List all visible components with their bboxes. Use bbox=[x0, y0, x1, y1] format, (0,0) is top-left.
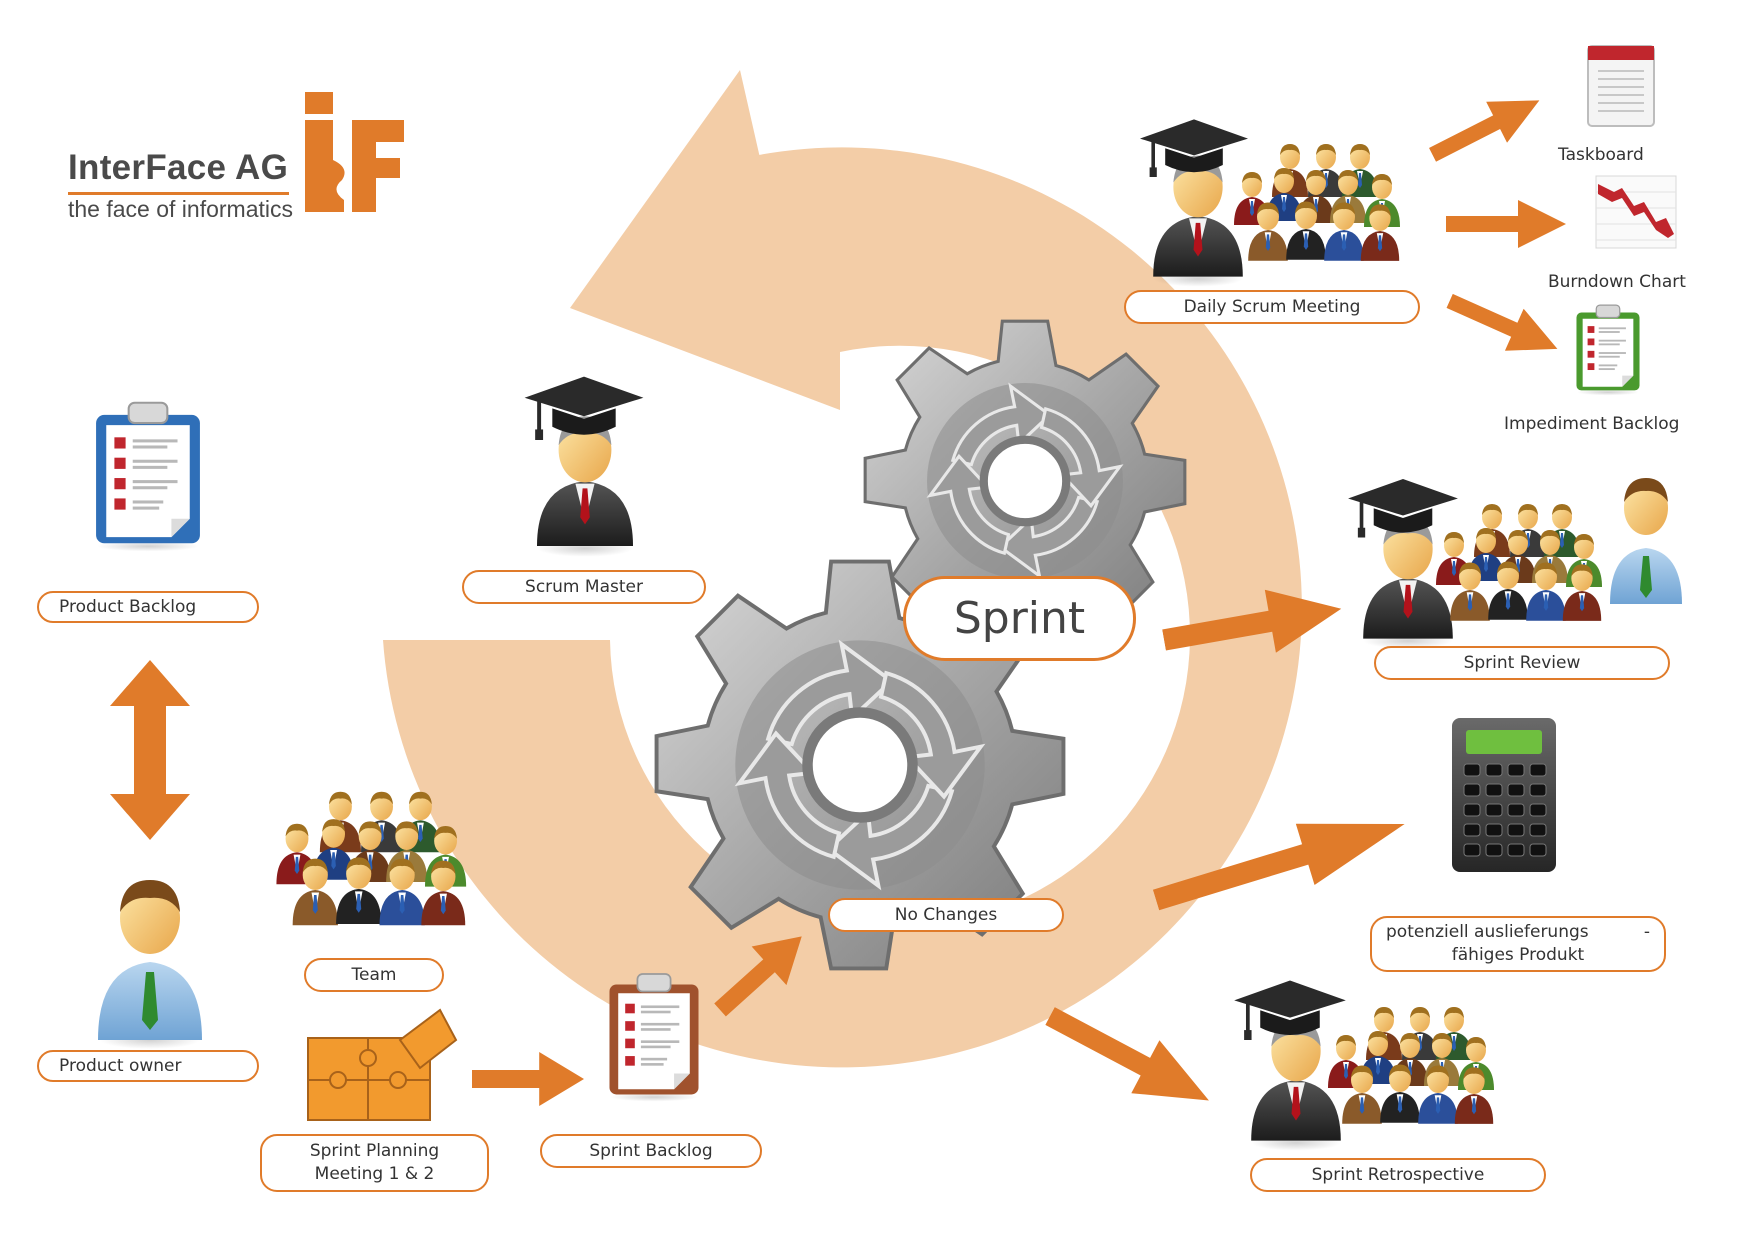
retrospective-scrum-master-icon bbox=[1232, 978, 1348, 1151]
arrow-icon-taskboard bbox=[1422, 79, 1550, 176]
increment-line1: potenziell auslieferungs bbox=[1386, 922, 1589, 942]
sprint-review-team-icon bbox=[1436, 504, 1602, 621]
increment-label: potenziell auslieferungs - fähiges Produ… bbox=[1370, 916, 1666, 972]
arrow-icon-planning bbox=[472, 1052, 584, 1106]
company-name: InterFace AG bbox=[68, 148, 289, 187]
sprint-backlog-label: Sprint Backlog bbox=[540, 1134, 762, 1168]
scrum-master-label: Scrum Master bbox=[462, 570, 706, 604]
product-owner-label: Product owner bbox=[37, 1050, 259, 1082]
daily-scrum-scrum-master-icon bbox=[1138, 117, 1250, 287]
sprint-backlog-clipboard-icon bbox=[608, 973, 700, 1103]
sprint-review-customer-icon bbox=[1610, 478, 1682, 604]
double-arrow-icon bbox=[110, 660, 190, 840]
calculator-icon bbox=[1452, 718, 1556, 872]
sprint-planning-line2: Meeting 1 & 2 bbox=[314, 1164, 435, 1184]
sprint-planning-label: Sprint Planning Meeting 1 & 2 bbox=[260, 1134, 489, 1192]
impediment-backlog-label: Impediment Backlog bbox=[1504, 414, 1680, 434]
sprint-planning-line1: Sprint Planning bbox=[309, 1141, 440, 1161]
no-changes-label: No Changes bbox=[828, 898, 1064, 932]
logo-rule bbox=[68, 192, 289, 195]
increment-hyphen: - bbox=[1643, 922, 1650, 942]
taskboard-label: Taskboard bbox=[1558, 145, 1644, 165]
product-owner-person-icon bbox=[98, 880, 202, 1049]
sprint-review-label: Sprint Review bbox=[1374, 646, 1670, 680]
sprint-label: Sprint bbox=[903, 576, 1136, 661]
daily-scrum-label: Daily Scrum Meeting bbox=[1124, 290, 1420, 324]
arrow-icon-burndown bbox=[1446, 200, 1566, 248]
product-backlog-label: Product Backlog bbox=[37, 591, 259, 623]
sprint-retrospective-label: Sprint Retrospective bbox=[1250, 1158, 1546, 1192]
daily-scrum-team-icon bbox=[1234, 144, 1400, 261]
increment-line2: fähiges Produkt bbox=[1451, 945, 1585, 965]
circular-arrow-icon bbox=[383, 70, 1302, 1068]
logo-mark-icon bbox=[305, 92, 404, 212]
company-tagline: the face of informatics bbox=[68, 196, 293, 222]
burndown-chart-label: Burndown Chart bbox=[1548, 272, 1686, 292]
team-label: Team bbox=[304, 958, 444, 992]
retrospective-team-icon bbox=[1328, 1007, 1494, 1124]
scrum-master-icon bbox=[525, 377, 644, 557]
product-backlog-clipboard-icon bbox=[94, 401, 202, 553]
puzzle-icon bbox=[307, 1008, 458, 1121]
impediment-backlog-clipboard-icon bbox=[1575, 304, 1641, 396]
increment-line1-row: potenziell auslieferungs - bbox=[1386, 921, 1650, 944]
arrow-icon-impediment bbox=[1440, 279, 1567, 370]
taskboard-icon bbox=[1587, 45, 1655, 127]
burndown-chart-icon bbox=[1595, 175, 1677, 249]
